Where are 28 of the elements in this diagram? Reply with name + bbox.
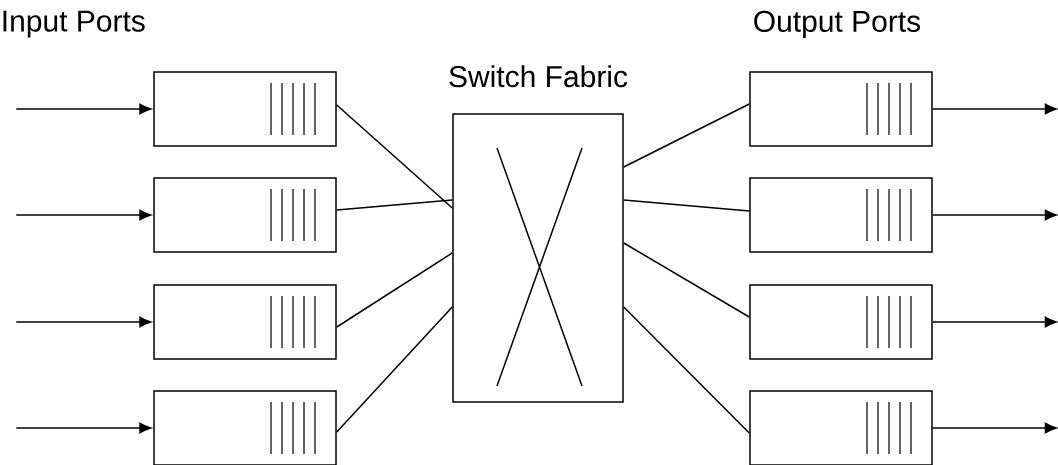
switch-fabric-box: Switch Fabric: [449, 65, 628, 403]
arrow: [15, 103, 152, 115]
heading: Output Ports: [754, 10, 921, 38]
connector-line: [336, 104, 453, 209]
connector-line: [623, 306, 750, 434]
connector-line: [623, 199, 750, 212]
arrow: [15, 209, 152, 221]
connector-line: [336, 199, 453, 211]
connector-line: [623, 103, 750, 168]
arrow: [15, 422, 152, 434]
queue-box: [749, 390, 933, 465]
node-label: Switch Fabric: [449, 65, 628, 88]
queue-box: [153, 390, 337, 465]
queue-box: [749, 177, 933, 253]
heading: Input Ports: [3, 10, 145, 38]
arrow: [932, 422, 1057, 434]
queue-box: [153, 71, 337, 147]
connector-line: [336, 306, 453, 433]
queue-box: [749, 71, 933, 147]
arrow: [15, 316, 152, 328]
connector-line: [623, 242, 750, 318]
connector-line: [336, 252, 453, 328]
arrow: [932, 316, 1057, 328]
queue-box: [153, 284, 337, 360]
arrow: [932, 103, 1057, 115]
queue-box: [153, 177, 337, 253]
queue-box: [749, 284, 933, 360]
arrow: [932, 209, 1057, 221]
